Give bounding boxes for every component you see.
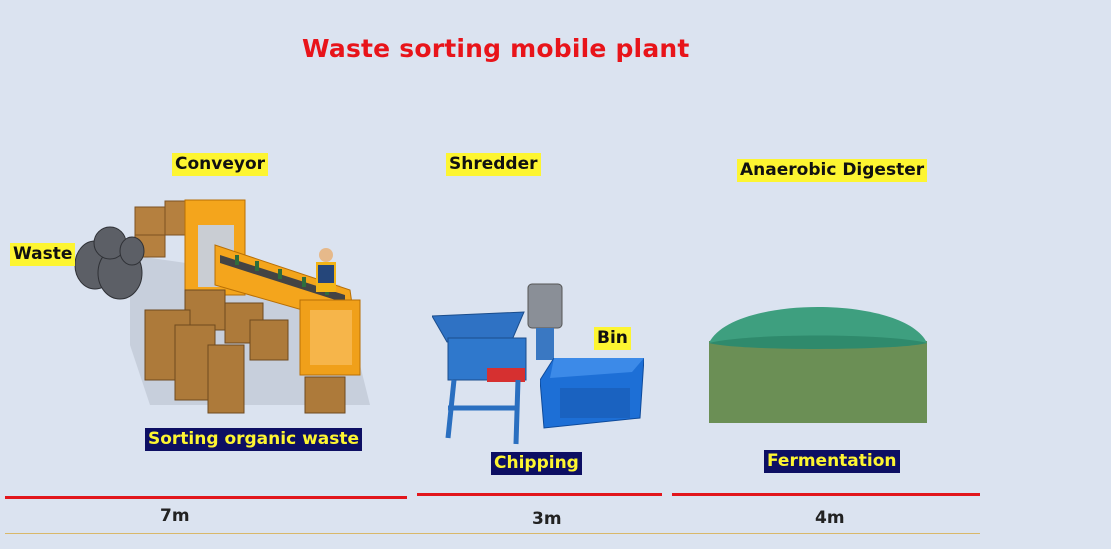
shredder-length: 3m	[532, 509, 562, 529]
digester-illustration	[709, 307, 927, 423]
worker-figure	[316, 248, 336, 292]
digester-length: 4m	[815, 508, 845, 528]
page-title: Waste sorting mobile plant	[302, 34, 690, 63]
shredder-illustration	[432, 283, 563, 445]
sorting-label: Sorting organic waste	[145, 428, 363, 451]
waste-bags	[74, 226, 145, 300]
shredder-label: Shredder	[446, 153, 541, 176]
fermentation-label: Fermentation	[764, 450, 900, 473]
sorting-dimension-line	[5, 496, 407, 499]
conveyor-label: Conveyor	[172, 153, 269, 176]
shredder-dimension-line	[417, 493, 662, 496]
sorting-length: 7m	[160, 506, 190, 526]
baseline	[5, 533, 980, 534]
front-boxes	[144, 289, 346, 414]
bin-label: Bin	[594, 327, 631, 350]
bin-illustration	[540, 358, 644, 429]
anaerobic-digester-label: Anaerobic Digester	[737, 159, 928, 182]
chipping-label: Chipping	[491, 452, 582, 475]
digester-dimension-line	[672, 493, 980, 496]
conveyor-frame	[184, 199, 361, 376]
waste-label: Waste	[10, 243, 76, 266]
conveyor-sorting-illustration	[74, 199, 370, 414]
